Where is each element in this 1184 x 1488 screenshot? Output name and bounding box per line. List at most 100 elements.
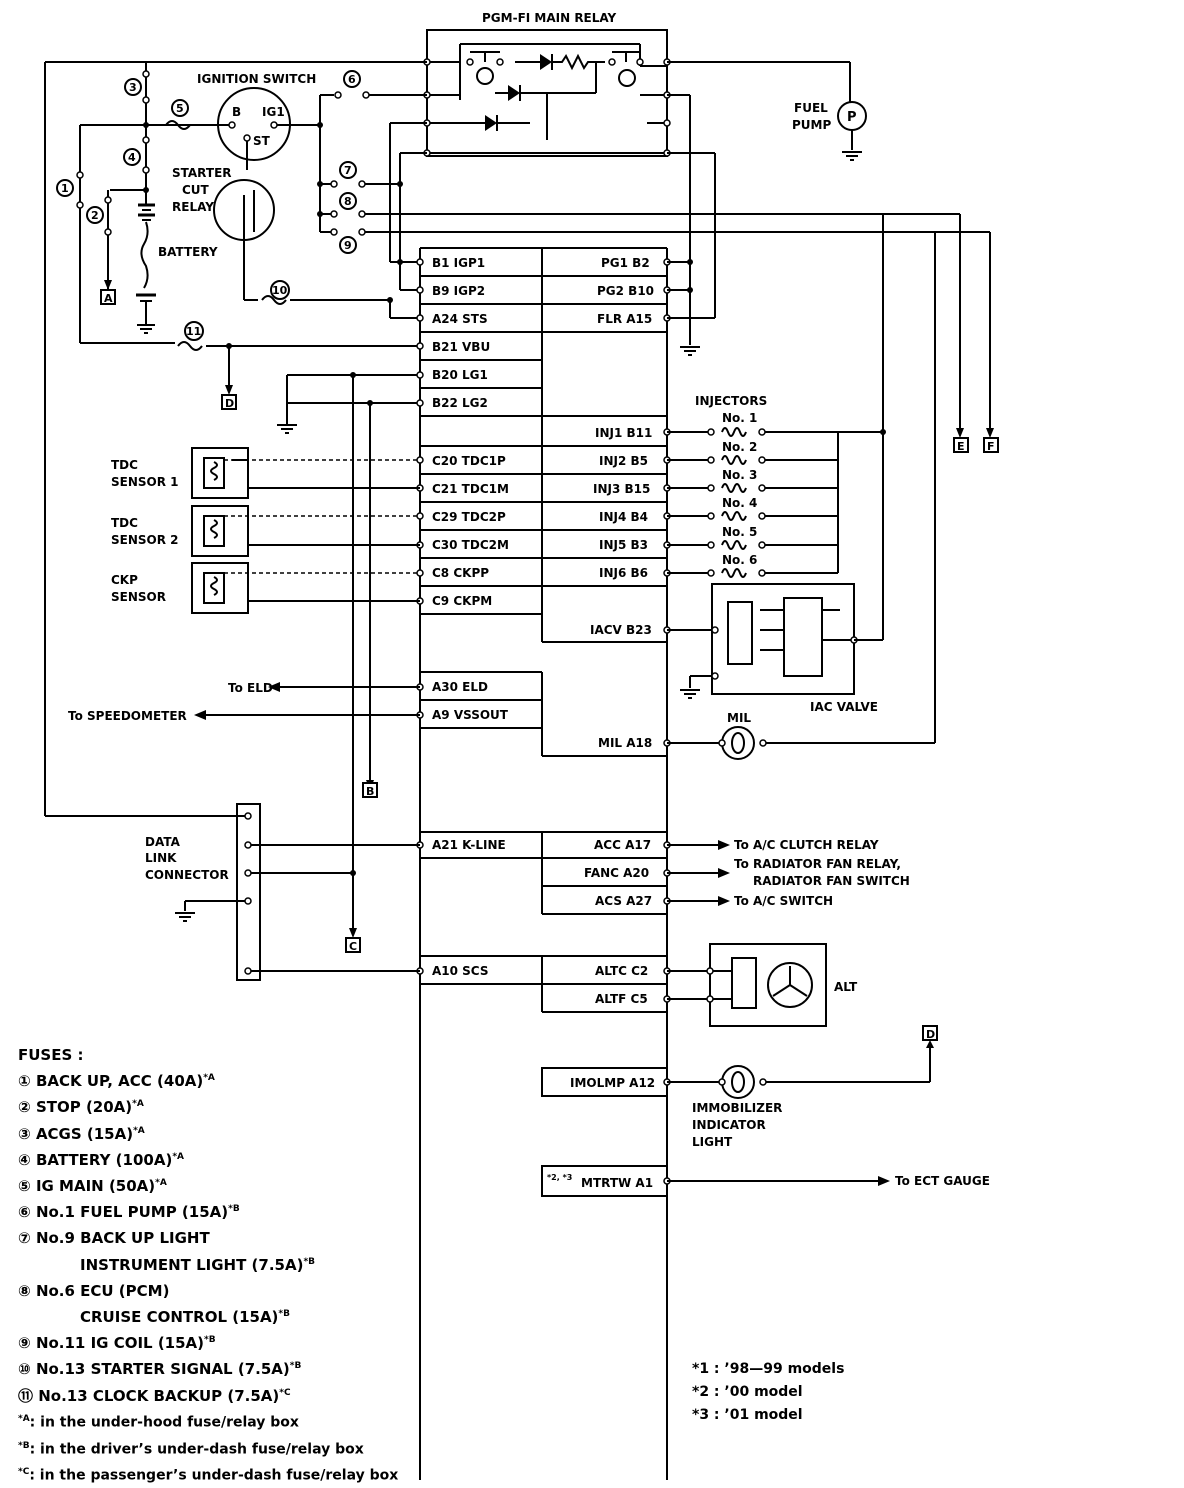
fuse-item: ⑦ No.9 BACK UP LIGHT — [18, 1229, 210, 1248]
fuse-legend: FUSES : ① BACK UP, ACC (40A)*A ② STOP (2… — [18, 1044, 538, 1488]
pin-label: B22 LG2 — [432, 396, 488, 410]
svg-text:D: D — [225, 397, 234, 410]
model-note: *2 : ’00 model — [692, 1384, 803, 1400]
injector-3: No. 3 — [667, 468, 838, 493]
fuel-pump-label-1: FUEL — [794, 101, 828, 115]
to-fan-label-1: To RADIATOR FAN RELAY, — [734, 857, 901, 871]
svg-text:C: C — [349, 940, 357, 953]
iac-valve-label: IAC VALVE — [810, 700, 878, 714]
relay-diode-middle — [495, 85, 596, 101]
ignition-switch-label: IGNITION SWITCH — [197, 72, 316, 86]
injector-4: No. 4 — [667, 496, 838, 521]
to-fan-label-2: RADIATOR FAN SWITCH — [753, 874, 910, 888]
relay-diode-bottom — [427, 115, 530, 131]
injector-1: No. 1 — [667, 411, 766, 437]
pin-label: IACV B23 — [590, 623, 652, 637]
svg-text:D: D — [926, 1028, 935, 1041]
tdc-sensor-1: TDC SENSOR 1 — [111, 447, 420, 499]
data-link-connector — [236, 803, 261, 981]
ecu-left-pins: B1 IGP1 B9 IGP2 A24 STS B21 VBU B20 LG1 … — [432, 256, 509, 978]
pin-label: B21 VBU — [432, 340, 490, 354]
tdc-sensor-2: TDC SENSOR 2 — [111, 505, 420, 557]
fuse-item: ⑪ No.13 CLOCK BACKUP (7.5A)*C — [18, 1386, 291, 1405]
ig-st-label: ST — [253, 134, 271, 148]
immobilizer-label-3: LIGHT — [692, 1135, 733, 1149]
pin-label: INJ3 B15 — [593, 482, 650, 496]
fuse-heading: FUSES : — [18, 1046, 84, 1064]
fuse-4-icon: 4 — [123, 136, 150, 174]
relay-diode-top — [515, 53, 600, 71]
ecu-ground-icon — [277, 424, 297, 434]
fuse-6-icon: 6 — [334, 70, 370, 99]
mil-lamp-icon — [721, 726, 755, 760]
pin-label: INJ6 B6 — [599, 566, 648, 580]
fuse-item: ③ ACGS (15A)*A — [18, 1124, 145, 1143]
alt-label: ALT — [834, 980, 858, 994]
ecu-right-pins: PG1 B2 PG2 B10 FLR A15 INJ1 B11 INJ2 B5 … — [547, 256, 655, 1190]
connector-a — [100, 289, 116, 305]
model-notes: *1 : ’98—99 models *2 : ’00 model *3 : ’… — [692, 1358, 844, 1427]
fuel-pump-letter: P — [847, 110, 857, 125]
pin-label: FLR A15 — [597, 312, 652, 326]
fuse-11-icon: 11 — [177, 321, 204, 351]
fuse-item: ② STOP (20A)*A — [18, 1098, 144, 1117]
injector-5: No. 5 — [667, 525, 838, 550]
to-ac-switch-label: To A/C SWITCH — [734, 894, 833, 908]
svg-text:SENSOR: SENSOR — [111, 590, 166, 604]
svg-text:7: 7 — [344, 164, 352, 177]
fuse-2-icon: 2 — [86, 196, 112, 236]
svg-text:A: A — [104, 292, 113, 305]
svg-text:No. 3: No. 3 — [722, 468, 757, 482]
to-ac-clutch-label: To A/C CLUTCH RELAY — [734, 838, 879, 852]
pin-label: ACS A27 — [595, 894, 652, 908]
pin-label: ALTF C5 — [595, 992, 648, 1006]
fuse-1-icon: 1 — [56, 171, 84, 209]
fuel-pump-ground-icon — [842, 151, 862, 161]
ig-ig1-label: IG1 — [262, 105, 285, 119]
fuse-item: ① BACK UP, ACC (40A)*A — [18, 1072, 215, 1091]
pin-label: B20 LG1 — [432, 368, 488, 382]
connector-c — [345, 937, 361, 953]
pin-label: A9 VSSOUT — [432, 708, 509, 722]
svg-text:SENSOR 1: SENSOR 1 — [111, 475, 179, 489]
pin-label: PG1 B2 — [601, 256, 650, 270]
svg-text:No. 6: No. 6 — [722, 553, 757, 567]
fuse-10-icon: 10 — [261, 280, 290, 305]
ig-b-label: B — [232, 105, 241, 119]
to-speedometer-label: To SPEEDOMETER — [68, 709, 187, 723]
fuse-9-icon: 9 — [330, 228, 366, 254]
connector-d-right — [922, 1025, 938, 1041]
pin-label: C20 TDC1P — [432, 454, 506, 468]
relay-coil-2 — [608, 51, 644, 87]
svg-text:E: E — [957, 440, 965, 453]
fuse-item: ⑥ No.1 FUEL PUMP (15A)*B — [18, 1203, 240, 1222]
starter-cut-label-1: STARTER — [172, 166, 232, 180]
dlc-label-3: CONNECTOR — [145, 868, 229, 882]
dlc-label-2: LINK — [145, 851, 177, 865]
footnote: *A: in the under-hood fuse/relay box — [18, 1413, 299, 1431]
alternator-box — [709, 943, 827, 1027]
fuse-8-icon: 8 — [330, 192, 366, 218]
svg-text:6: 6 — [348, 73, 356, 86]
alternator-icon — [767, 962, 813, 1008]
to-eld-label: To ELD — [228, 681, 273, 695]
immobilizer-label-1: IMMOBILIZER — [692, 1101, 782, 1115]
pin-label: A21 K-LINE — [432, 838, 506, 852]
connector-f — [983, 437, 999, 453]
battery-label: BATTERY — [158, 245, 218, 259]
footnote: *B: in the driver’s under-dash fuse/rela… — [18, 1440, 364, 1458]
starter-cut-label-3: RELAY — [172, 200, 214, 214]
pin-label: C30 TDC2M — [432, 538, 509, 552]
starter-cut-label-2: CUT — [182, 183, 210, 197]
mtrtw-prefix: *2, *3 — [547, 1173, 572, 1182]
connector-d-left — [221, 394, 237, 410]
pin-label: A24 STS — [432, 312, 488, 326]
iac-ground-icon — [680, 689, 700, 699]
svg-text:B: B — [366, 785, 374, 798]
pin-label: C9 CKPM — [432, 594, 492, 608]
pin-label: B1 IGP1 — [432, 256, 485, 270]
model-note: *1 : ’98—99 models — [692, 1361, 845, 1377]
connector-b — [362, 782, 378, 798]
pin-label: B9 IGP2 — [432, 284, 485, 298]
